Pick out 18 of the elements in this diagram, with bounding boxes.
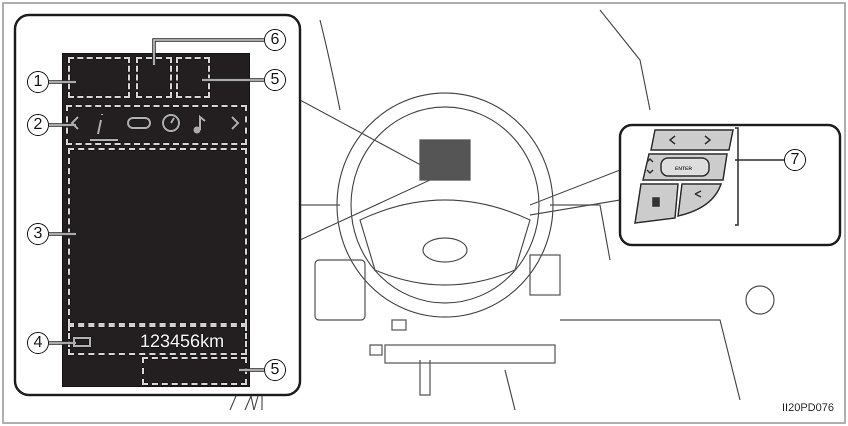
dashed-area — [142, 357, 247, 385]
odometer-reading: 123456km — [140, 331, 224, 351]
figure-code: II20PD076 — [782, 402, 834, 414]
dashed-area — [68, 57, 130, 98]
leader-line — [49, 342, 76, 344]
dashed-area — [66, 105, 247, 145]
dashed-area — [68, 325, 247, 355]
leader-line — [49, 233, 76, 235]
dashed-area — [136, 57, 172, 98]
leader-line — [153, 39, 264, 65]
leader-line — [202, 79, 264, 81]
leader-line — [49, 124, 76, 126]
leader-line — [735, 159, 784, 161]
leader-line — [239, 369, 264, 371]
steering-switch-drawing — [633, 128, 734, 225]
dashed-area — [176, 57, 210, 98]
dashed-area — [68, 148, 247, 325]
leader-line — [49, 81, 76, 83]
